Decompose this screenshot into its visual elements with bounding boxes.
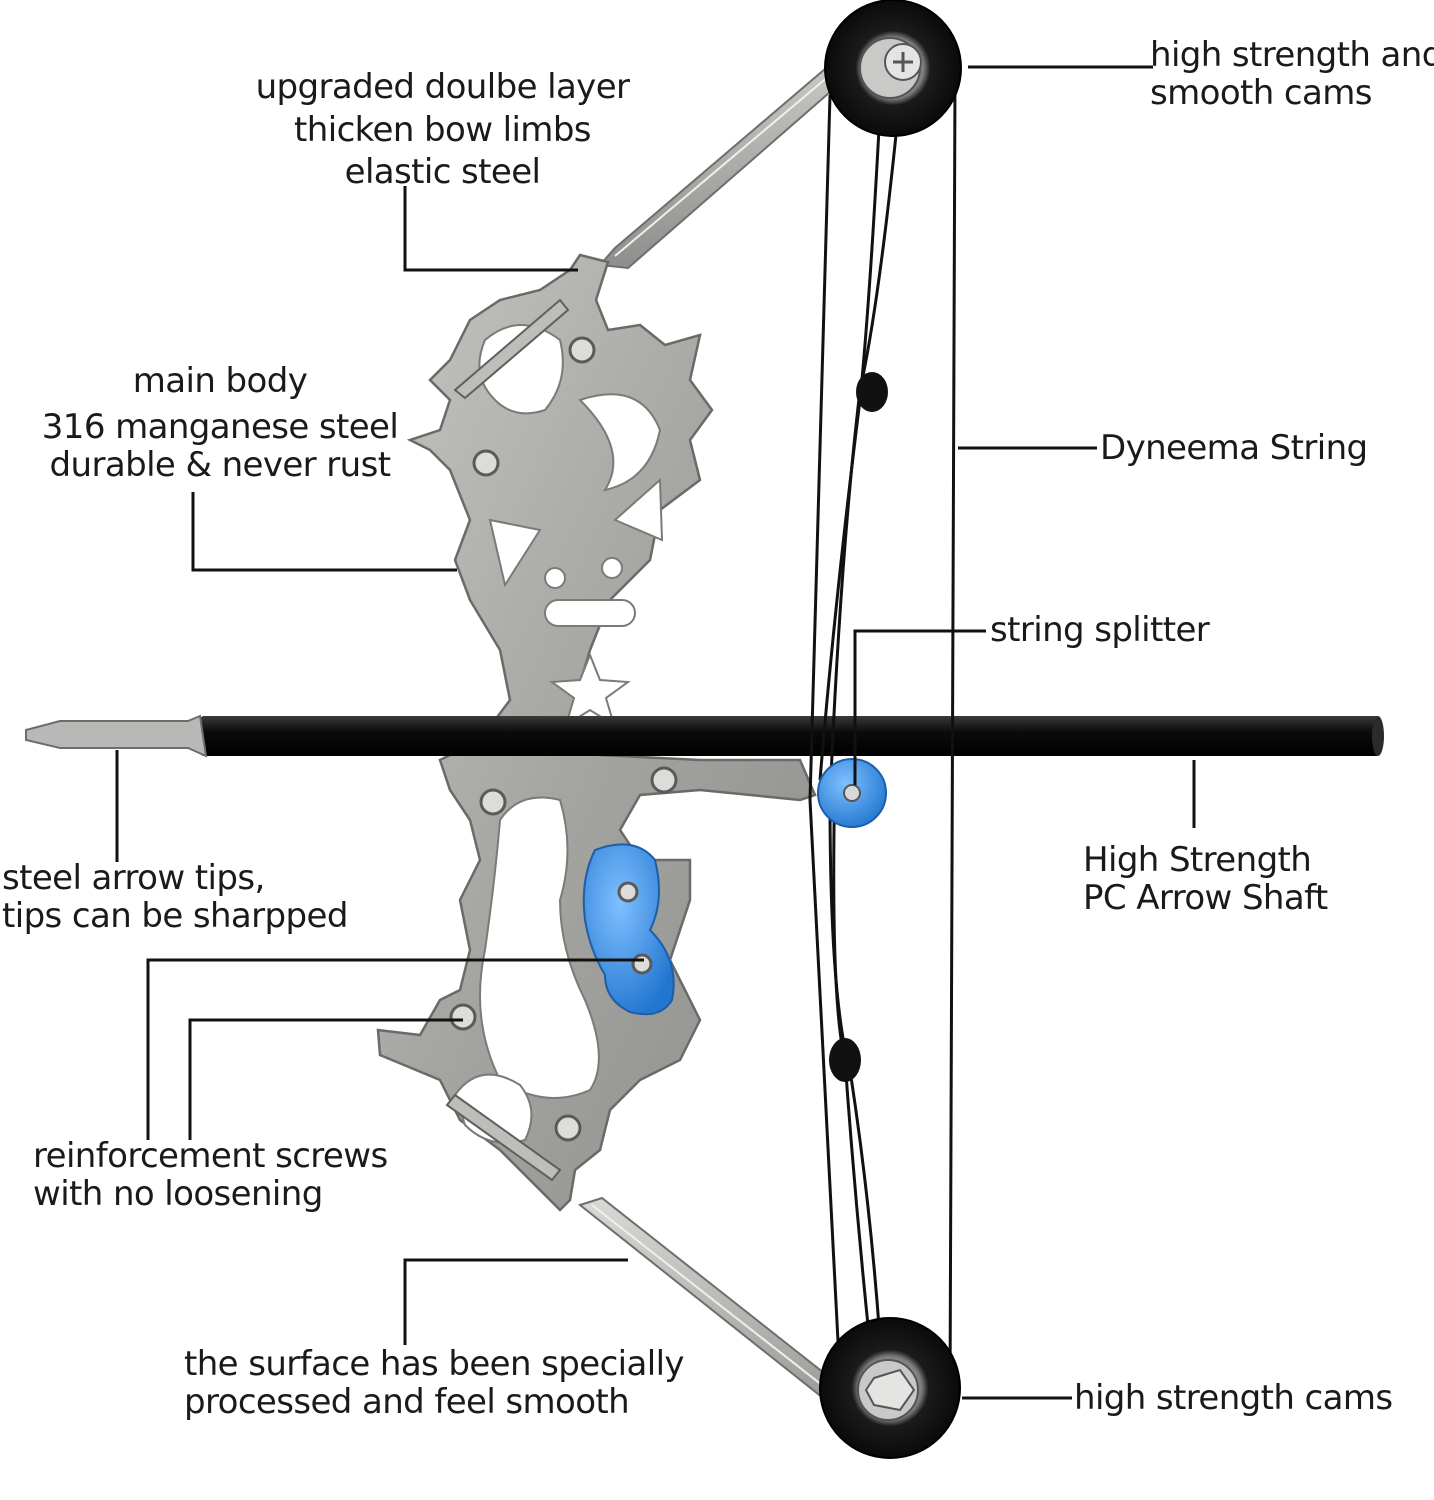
label-screws-line2: with no loosening — [33, 1174, 323, 1214]
leader-screws-outer — [146, 958, 644, 1140]
label-top-cams-line1: high strength and — [1150, 35, 1434, 75]
label-arrow-tips: steel arrow tips, tips can be sharpped — [2, 859, 348, 935]
screw-icon — [472, 449, 500, 477]
label-shaft-line2: PC Arrow Shaft — [1083, 878, 1328, 918]
label-bottom-cams: high strength cams — [1074, 1378, 1393, 1418]
label-arrow-tips-line1: steel arrow tips, — [2, 858, 265, 898]
riser-cutouts — [453, 324, 664, 1144]
leader-surface — [403, 1258, 628, 1345]
string-knots — [829, 372, 888, 1082]
leader-limbs — [403, 186, 578, 272]
screw-icon — [631, 953, 653, 975]
blue-grip — [582, 843, 675, 1016]
star-cutout-icon — [549, 652, 631, 728]
label-top-cams: high strength and smooth cams — [1150, 36, 1434, 112]
screw-icon — [617, 881, 639, 903]
eye-hole-right — [601, 557, 623, 579]
limb-plates — [445, 298, 570, 1182]
leader-screws-inner — [188, 1018, 463, 1140]
label-screws: reinforcement screws with no loosening — [33, 1137, 388, 1213]
riser-screws — [449, 336, 678, 1142]
label-limbs: upgraded doulbe layer thicken bow limbs … — [240, 68, 645, 191]
grip-cutout — [479, 796, 600, 1099]
triangle-cutout-icon — [488, 518, 542, 588]
screw-icon — [554, 1114, 582, 1142]
label-limbs-line2: thicken bow limbs — [294, 110, 591, 150]
label-top-cams-line2: smooth cams — [1150, 73, 1372, 113]
leader-main-body — [191, 492, 457, 572]
crescent-cutout — [578, 393, 662, 492]
triangle-cutout-icon — [613, 477, 664, 542]
label-main-body-line3: durable & never rust — [49, 445, 391, 485]
cam-wheel-icon — [824, 0, 962, 137]
string-splitter-wheel — [817, 758, 887, 828]
label-main-body-line1: main body — [132, 361, 308, 401]
screw-icon — [568, 336, 596, 364]
label-splitter: string splitter — [990, 610, 1210, 650]
arrow-tip-icon — [25, 714, 208, 758]
label-shaft-line1: High Strength — [1083, 840, 1312, 880]
leader-splitter — [853, 629, 986, 785]
label-string: Dyneema String — [1100, 428, 1368, 468]
arrow — [25, 714, 1384, 758]
leader-lines — [115, 65, 1196, 1400]
cam-wheel-icon — [819, 1317, 961, 1459]
eye-hole-left — [544, 567, 566, 589]
label-surface-line2: processed and feel smooth — [184, 1382, 630, 1422]
screw-icon — [479, 788, 507, 816]
label-screws-line1: reinforcement screws — [33, 1136, 388, 1176]
label-surface-line1: the surface has been specially — [184, 1344, 685, 1384]
label-main-body-line2: 316 manganese steel — [41, 407, 399, 447]
arrow-shaft — [200, 716, 1380, 756]
label-limbs-line3: elastic steel — [344, 152, 541, 192]
label-arrow-tips-line2: tips can be sharpped — [2, 896, 348, 936]
label-limbs-line1: upgraded doulbe layer — [255, 67, 630, 107]
mouth-slot — [544, 599, 636, 627]
screw-icon — [650, 766, 678, 794]
lower-cutout — [453, 1073, 533, 1144]
label-main-body: main body 316 manganese steel durable & … — [36, 362, 404, 484]
label-shaft: High Strength PC Arrow Shaft — [1083, 841, 1328, 917]
screw-icon — [449, 1003, 477, 1031]
label-surface: the surface has been specially processed… — [184, 1344, 685, 1422]
